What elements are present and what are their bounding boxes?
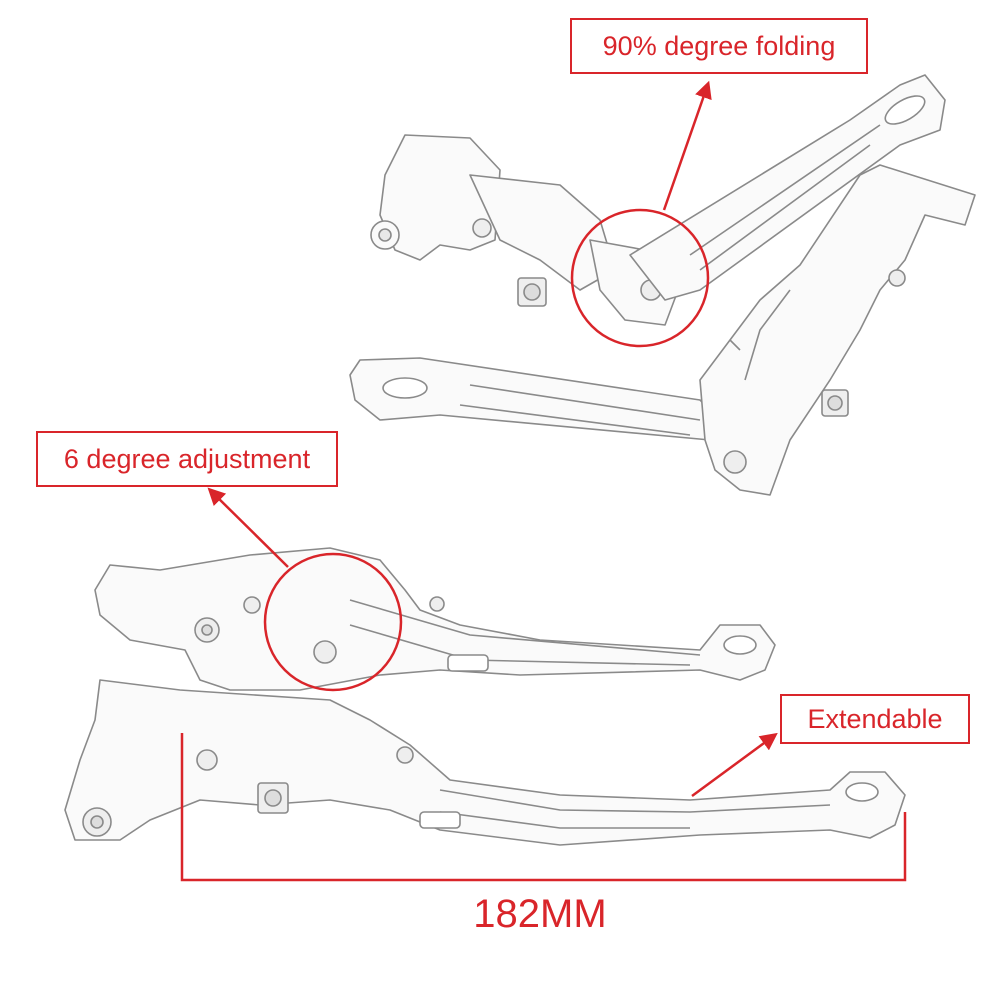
extendable-callout: Extendable	[780, 694, 970, 744]
folding-lever-top	[370, 74, 946, 326]
adjustment-callout: 6 degree adjustment	[36, 431, 338, 487]
folding-callout: 90% degree folding	[570, 18, 868, 74]
folding-arrow	[662, 80, 712, 211]
folding-highlight-circle	[570, 208, 710, 348]
extendable-lever	[64, 679, 906, 846]
adjustable-lever	[94, 547, 776, 691]
extendable-arrow	[691, 732, 778, 798]
adjustment-highlight-circle	[263, 552, 403, 692]
length-label: 182MM	[473, 892, 607, 936]
adjustment-arrow	[207, 487, 289, 568]
folding-lever-bottom	[349, 164, 976, 496]
length-dimension-bracket	[180, 733, 907, 882]
